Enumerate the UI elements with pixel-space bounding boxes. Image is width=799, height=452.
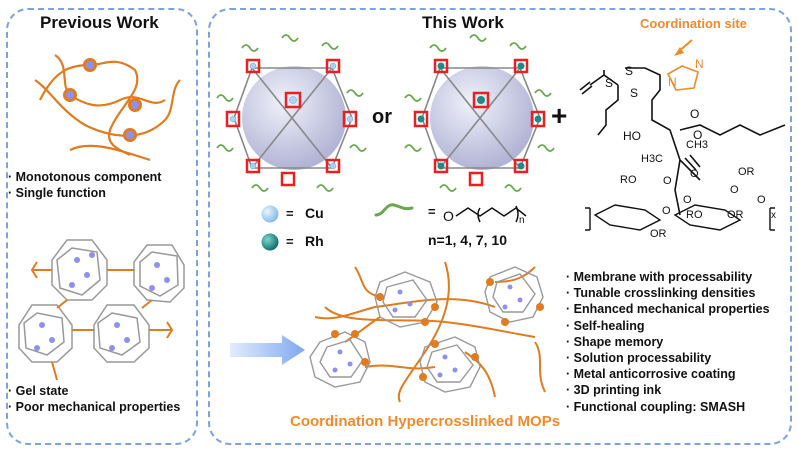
label-h3c: H3C xyxy=(641,153,664,165)
right-arrow-icon xyxy=(230,335,305,365)
feature-item: Self-healing xyxy=(566,318,770,334)
feature-item: 3D printing ink xyxy=(566,382,770,398)
label-ro2: RO xyxy=(686,209,703,221)
label-o-carb2: O xyxy=(690,168,699,180)
label-o-ester: O xyxy=(690,107,700,121)
cu-sphere-icon xyxy=(261,205,279,223)
feature-item: Shape memory xyxy=(566,334,770,350)
rh-sphere-icon xyxy=(261,233,279,251)
rh-label: Rh xyxy=(305,233,324,249)
plus-label: + xyxy=(551,100,568,131)
coordination-arrow-icon xyxy=(674,39,693,56)
label-o-ring2: O xyxy=(730,184,739,196)
cu-mop-structure xyxy=(216,34,367,192)
label-or1: OR xyxy=(738,166,755,178)
feature-item: Enhanced mechanical properties xyxy=(566,301,770,317)
previous-work-bullets-top: Monotonous component Single function xyxy=(8,169,162,201)
feature-item: Solution processability xyxy=(566,350,770,366)
or-label: or xyxy=(372,106,392,128)
cu-equals: = xyxy=(286,206,294,221)
hypercrosslinked-network-illustration xyxy=(309,261,546,403)
result-label: Coordination Hypercrosslinked MOPs xyxy=(290,413,561,430)
feature-item: Tunable crosslinking densities xyxy=(566,285,770,301)
label-x-subscript: x xyxy=(771,210,776,221)
metal-node-icons xyxy=(63,58,142,142)
bullet-item: Gel state xyxy=(8,383,180,399)
label-n-imid: N xyxy=(668,75,677,89)
rh-equals: = xyxy=(286,234,294,249)
label-o-carb: O xyxy=(693,128,703,142)
features-list: Membrane with processability Tunable cro… xyxy=(566,269,770,415)
label-ro1: RO xyxy=(620,174,637,186)
label-o-link: O xyxy=(663,175,672,187)
cellulose-rings xyxy=(585,204,775,231)
previous-work-title: Previous Work xyxy=(40,13,159,32)
chain-equals: = xyxy=(428,204,436,219)
chain-n-subscript: n xyxy=(519,215,525,226)
alkyl-chain-icon xyxy=(374,203,414,217)
previous-work-bullets-bottom: Gel state Poor mechanical properties xyxy=(8,383,181,415)
bullet-item: Poor mechanical properties xyxy=(8,399,181,415)
this-work-panel xyxy=(208,8,792,445)
rh-mop-structure xyxy=(404,34,555,192)
label-ch3: CH3 xyxy=(686,139,709,151)
polymer-structure xyxy=(579,39,786,231)
label-ho: HO xyxy=(623,129,641,143)
coordination-site-label: Coordination site xyxy=(640,16,747,31)
n-values-label: n=1, 4, 7, 10 xyxy=(428,232,507,248)
imidazole-ring xyxy=(666,65,699,91)
label-n-imid2: N xyxy=(695,57,704,71)
bullet-item: Monotonous component xyxy=(8,169,162,185)
alkyl-chain-formula xyxy=(455,205,527,223)
label-s3: S xyxy=(630,86,639,100)
label-o-end: O xyxy=(757,194,766,206)
feature-item: Membrane with processability xyxy=(566,269,770,285)
label-o-gly: O xyxy=(683,194,692,206)
label-or3: OR xyxy=(650,228,667,240)
label-s1: S xyxy=(625,64,634,78)
previous-work-panel xyxy=(6,8,198,445)
feature-item: Metal anticorrosive coating xyxy=(566,366,770,382)
mop-gel-illustration xyxy=(18,239,185,381)
label-o-ring1: O xyxy=(662,205,671,217)
chain-o-label: O xyxy=(443,208,454,224)
label-s2: S xyxy=(605,76,614,90)
feature-item: Functional coupling: SMASH xyxy=(566,399,770,415)
this-work-title: This Work xyxy=(422,13,504,32)
polymer-network-illustration xyxy=(34,54,181,162)
cu-label: Cu xyxy=(305,205,324,221)
label-or2: OR xyxy=(727,209,744,221)
bullet-item: Single function xyxy=(8,185,161,201)
